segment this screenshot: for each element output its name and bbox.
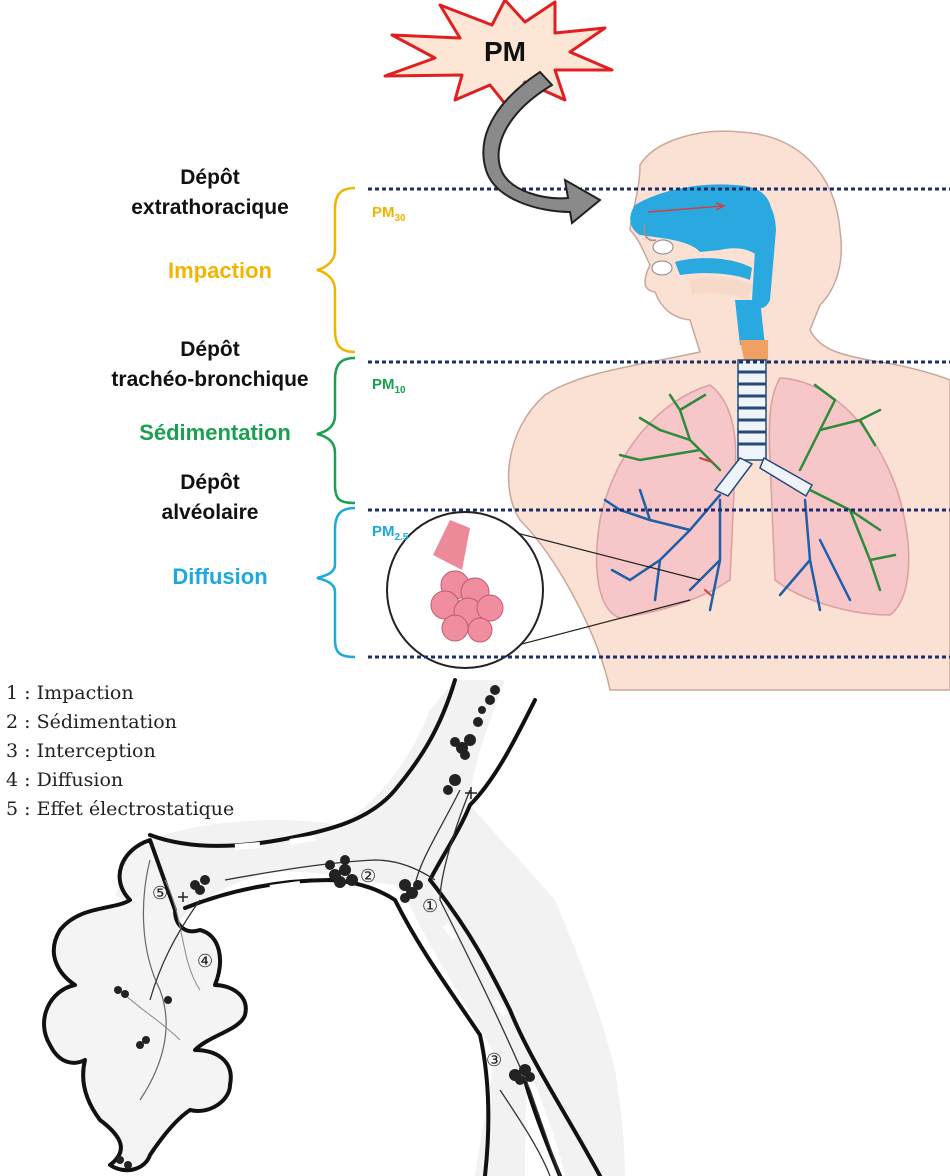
zone-braces [317,188,355,657]
marker-3: ③ [486,1050,502,1071]
mechanism-legend: 1 : Impaction 2 : Sédimentation 3 : Inte… [6,679,234,824]
mechanism-diffusion: Diffusion [130,564,310,590]
mechanism-sedimentation: Sédimentation [110,420,320,446]
legend-item: 3 : Interception [6,737,234,766]
mechanism-impaction: Impaction [130,258,310,284]
marker-4: ④ [197,951,213,972]
legend-item: 5 : Effet électrostatique [6,795,234,824]
pm-base: PM [372,204,395,221]
deposit-line2: alvéolaire [110,498,310,528]
deposit-line1: Dépôt [90,163,330,193]
pm-label-2-5: PM2.5 [372,523,408,543]
pm-sub: 30 [395,213,406,224]
deposit-line2: extrathoracique [90,193,330,223]
marker-5: ⑤ [152,883,168,904]
pm-label-30: PM30 [372,204,406,224]
deposit-line1: Dépôt [80,335,340,365]
marker-2: ② [360,866,376,887]
deposit-line1: Dépôt [110,468,310,498]
pm-sub: 2.5 [395,532,409,543]
deposit-label-alveolar: Dépôt alvéolaire [110,468,310,528]
legend-item: 1 : Impaction [6,679,234,708]
pm-sub: 10 [395,385,406,396]
marker-1: ① [422,896,438,917]
pm-burst-label: PM [470,36,540,68]
pm-label-10: PM10 [372,376,406,396]
pm-base: PM [372,523,395,540]
legend-item: 4 : Diffusion [6,766,234,795]
deposit-line2: trachéo-bronchique [80,365,340,395]
legend-item: 2 : Sédimentation [6,708,234,737]
deposit-label-tracheobronchial: Dépôt trachéo-bronchique [80,335,340,395]
pm-base: PM [372,376,395,393]
deposit-label-extrathoracic: Dépôt extrathoracique [90,163,330,223]
